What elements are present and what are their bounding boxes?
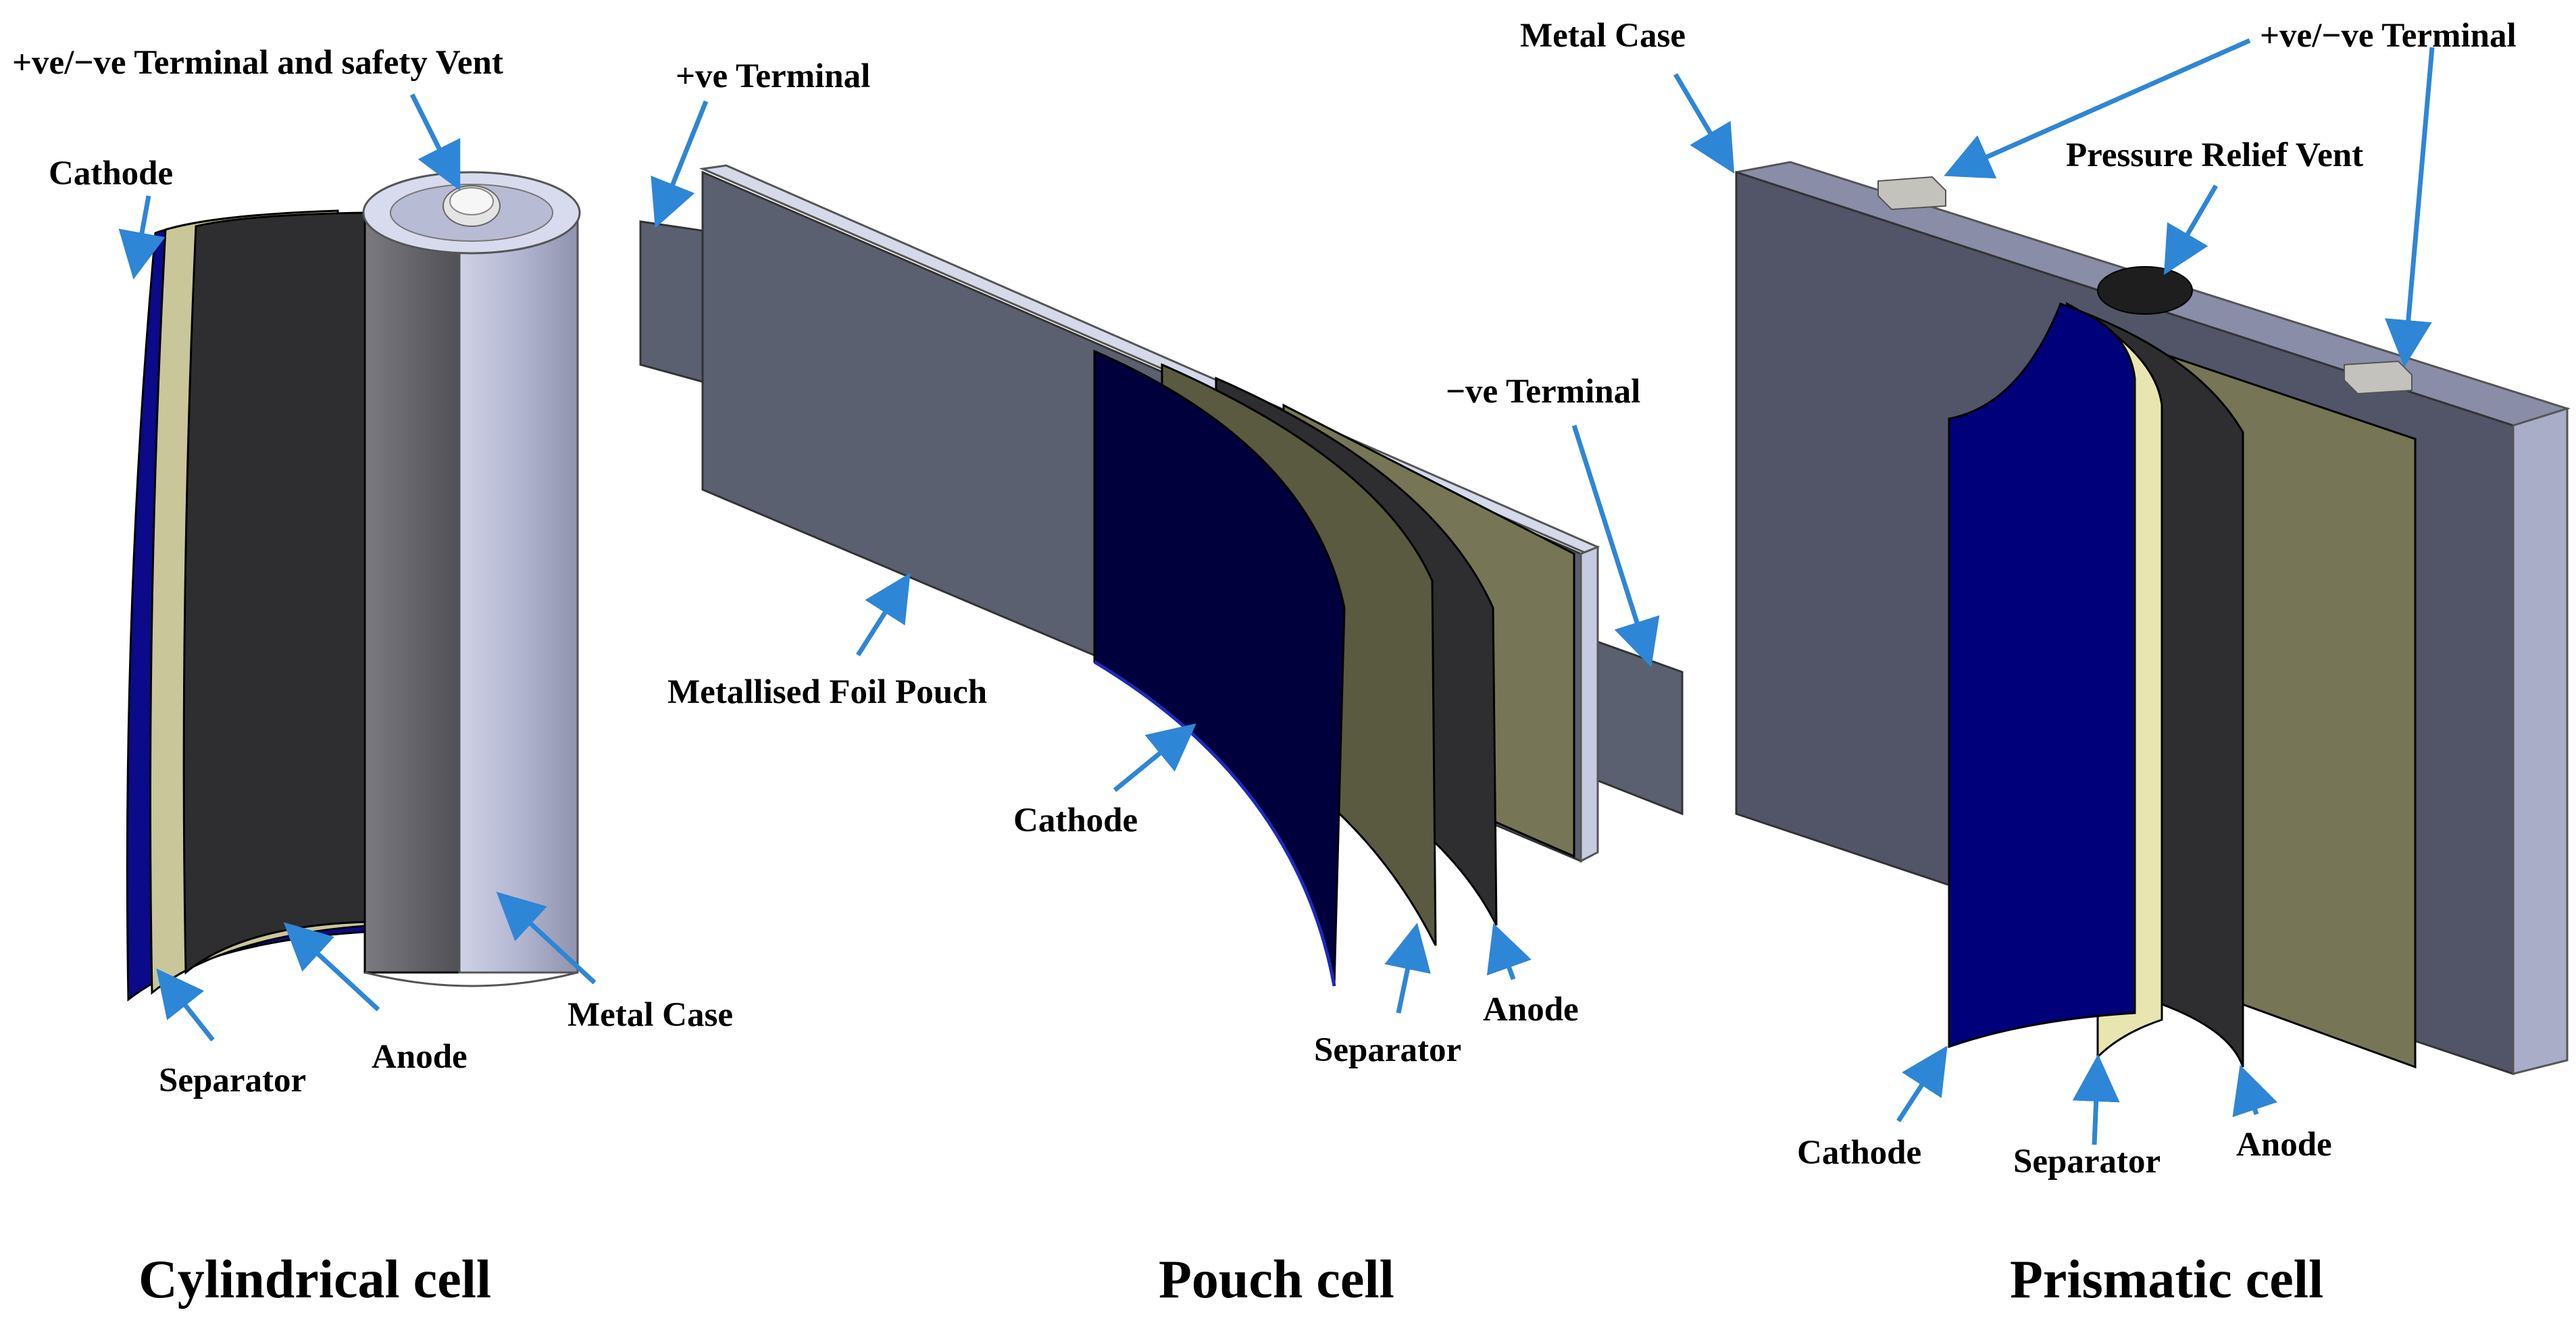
prism-label-vent: Pressure Relief Vent bbox=[2066, 136, 2364, 174]
pouch-label-cathode: Cathode bbox=[1013, 802, 1138, 839]
cyl-terminal-cap bbox=[449, 187, 494, 215]
arrow-prism-separator bbox=[2072, 1054, 2120, 1145]
prism-right-side bbox=[2512, 407, 2569, 1075]
pouch-label-anode: Anode bbox=[1483, 991, 1579, 1029]
cyl-caption: Cylindrical cell bbox=[138, 1250, 492, 1309]
arrow-pouch-pos bbox=[651, 100, 709, 228]
arrow-prism-term-right bbox=[2384, 47, 2435, 367]
arrow-prism-vent bbox=[2163, 184, 2219, 276]
prism-cathode-sheet bbox=[1948, 303, 2136, 1049]
prism-terminal-left bbox=[1877, 176, 1946, 211]
cyl-label-anode: Anode bbox=[372, 1038, 468, 1076]
cyl-bottom-curve bbox=[364, 971, 578, 987]
pouch-cell bbox=[639, 164, 1684, 987]
prism-label-anode: Anode bbox=[2236, 1126, 2332, 1164]
arrow-cyl-metal-case bbox=[496, 891, 597, 985]
prism-label-terminals: +ve/−ve Terminal bbox=[2260, 17, 2517, 55]
arrow-cyl-separator bbox=[156, 968, 215, 1042]
pouch-pos-tab bbox=[639, 220, 711, 385]
cyl-label-metal-case: Metal Case bbox=[567, 996, 733, 1034]
arrow-pouch-separator bbox=[1384, 923, 1431, 1014]
pouch-right-edge bbox=[1580, 545, 1599, 863]
prism-label-metal-case: Metal Case bbox=[1520, 17, 1686, 55]
pouch-label-neg-terminal: −ve Terminal bbox=[1446, 373, 1641, 411]
cyl-inner-anode bbox=[363, 211, 461, 974]
arrow-pouch-neg bbox=[1571, 424, 1660, 668]
pouch-cathode-edge bbox=[1093, 660, 1336, 987]
prism-terminal-right bbox=[2344, 360, 2413, 395]
pouch-neg-tab bbox=[1586, 636, 1684, 816]
arrow-cyl-anode bbox=[283, 922, 380, 1012]
arrow-pouch-anode bbox=[1486, 923, 1532, 981]
arrow-cyl-vent bbox=[409, 93, 461, 191]
arrow-pouch-foil bbox=[856, 573, 911, 656]
annotation-arrows bbox=[118, 38, 2435, 1145]
pouch-label-foil: Metallised Foil Pouch bbox=[667, 673, 988, 711]
cyl-label-terminal-vent: +ve/−ve Terminal and safety Vent bbox=[12, 44, 503, 82]
cyl-label-separator: Separator bbox=[159, 1062, 307, 1099]
pouch-label-pos-terminal: +ve Terminal bbox=[676, 57, 871, 95]
prism-vent bbox=[2097, 266, 2193, 315]
prism-caption: Prismatic cell bbox=[2010, 1250, 2324, 1309]
pouch-caption: Pouch cell bbox=[1159, 1250, 1394, 1309]
cyl-anode-wrap bbox=[182, 211, 370, 975]
cyl-metal-case bbox=[458, 211, 579, 974]
arrow-prism-case bbox=[1673, 73, 1735, 174]
cyl-label-cathode: Cathode bbox=[49, 155, 174, 192]
arrow-prism-cathode bbox=[1896, 1045, 1948, 1122]
prismatic-cell bbox=[1735, 161, 2571, 1076]
pouch-label-separator: Separator bbox=[1314, 1031, 1462, 1069]
arrow-cyl-cathode bbox=[118, 195, 166, 280]
arrow-prism-anode bbox=[2232, 1064, 2277, 1118]
arrow-prism-term-left bbox=[1944, 38, 2251, 179]
prism-label-cathode: Cathode bbox=[1797, 1134, 1922, 1172]
cylindrical-cell bbox=[126, 171, 581, 1002]
arrow-pouch-cathode bbox=[1113, 723, 1196, 792]
prism-label-separator: Separator bbox=[2013, 1143, 2161, 1181]
